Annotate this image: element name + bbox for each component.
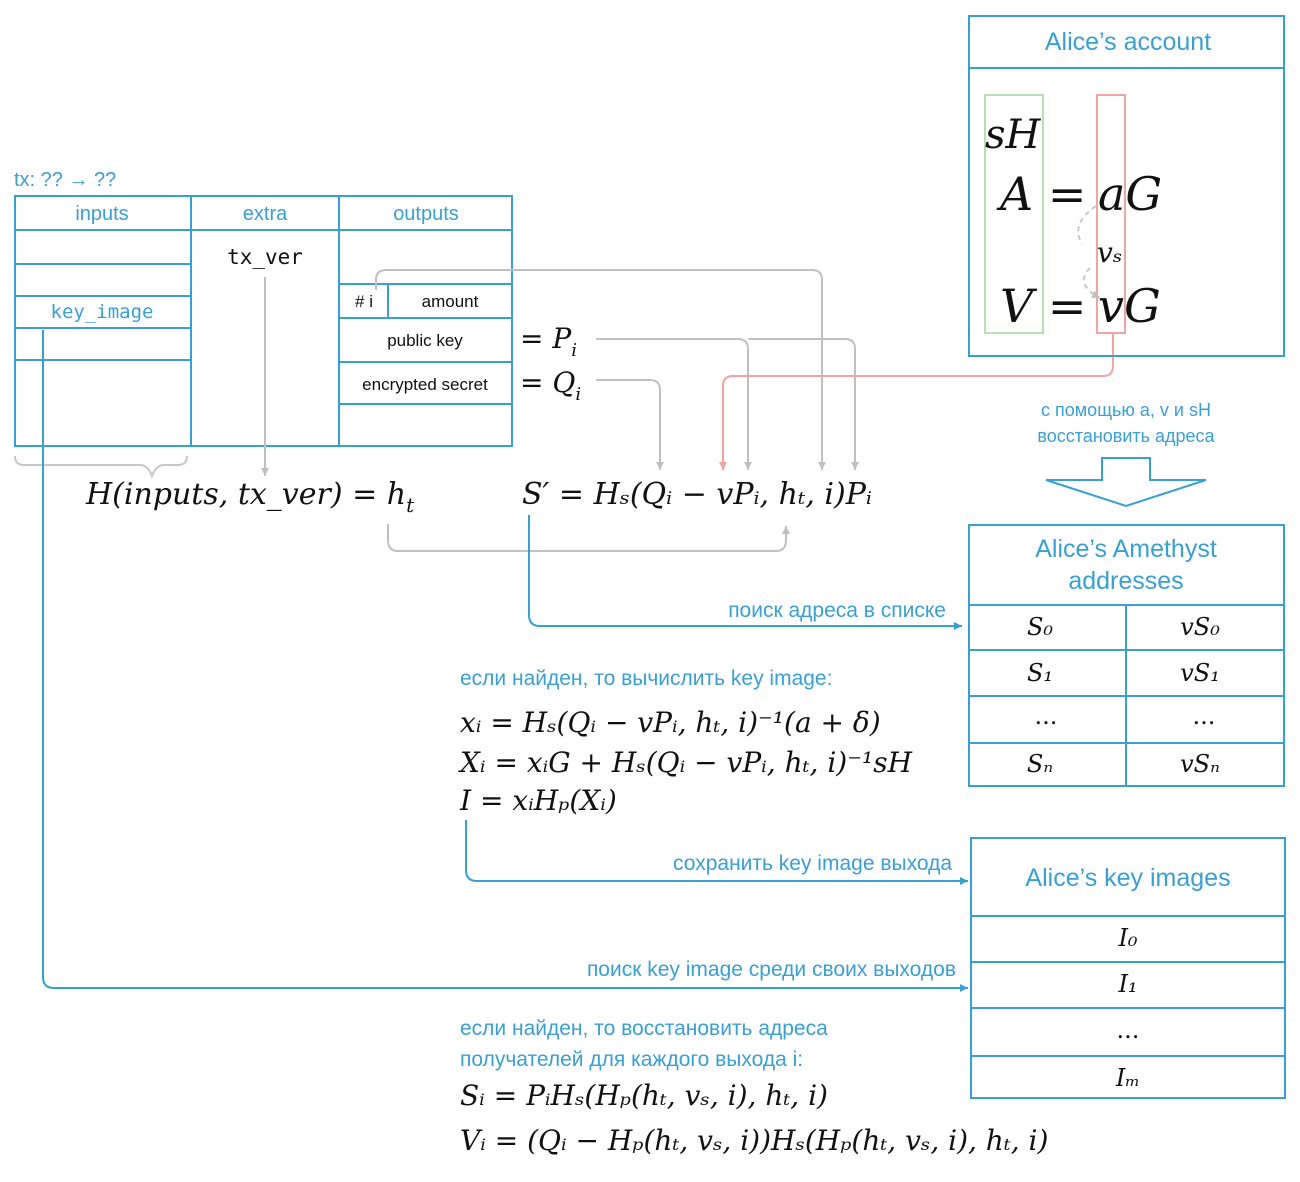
tx-ver-cell: tx_ver [227,245,303,269]
blue-arrows [42,330,968,992]
address-sn: Sₙ [1027,750,1053,778]
red-highlight [1096,94,1126,334]
key-image-cell: key_image [51,301,154,323]
vg-label: vG [1098,279,1161,333]
key-image-ellipsis: ... [1117,1016,1140,1044]
sh-label: sH [985,112,1042,158]
tx-table [14,195,513,447]
address-s1: S₁ [1027,659,1053,687]
search-ki-label: поиск key image среди своих выходов [587,958,956,981]
search-address-label: поиск адреса в списке [728,599,946,622]
inputs-header: inputs [75,203,128,225]
I-formula: I = xᵢHₚ(Xᵢ) [459,784,617,817]
address-vs1: vS₁ [1180,659,1220,687]
vs-label: vₛ [1097,236,1122,269]
public-key-eq: = Pi [520,322,577,361]
encrypted-secret-eq: = Qi [520,366,581,405]
green-highlight [984,94,1044,334]
if-found-restore-2: получателей для каждого выхода i: [460,1048,803,1071]
output-index-cell: # i [355,292,373,311]
extra-header: extra [243,203,288,225]
address-vsn: vSₙ [1180,750,1220,778]
outputs-header: outputs [393,203,459,225]
restore-note-1: с помощью a, v и sH [1041,400,1211,420]
account-box [968,15,1285,357]
if-found-restore-1: если найден, то восстановить адреса [460,1017,828,1040]
Xi-formula: Xᵢ = xᵢG + Hₛ(Qᵢ − vPᵢ, hₜ, i)⁻¹sH [458,746,913,779]
big-down-arrow [1045,457,1207,508]
xi-formula: xᵢ = Hₛ(Qᵢ − vPᵢ, hₜ, i)⁻¹(a + δ) [460,706,881,739]
vg-arrow [719,334,1114,470]
key-image-im: Iₘ [1115,1064,1140,1092]
key-image-i0: I₀ [1117,924,1137,952]
account-title: Alice’s account [1045,28,1211,56]
gray-arrows [261,269,859,552]
addresses-title-1: Alice’s Amethyst [1035,535,1217,563]
save-ki-label: сохранить key image выхода [673,852,952,875]
key-images-title: Alice’s key images [1025,864,1230,892]
derive-arrow [1077,205,1100,298]
address-ellipsis-right: ... [1193,702,1216,730]
v-eq: V = [1000,279,1101,333]
Vi-formula: Vᵢ = (Qᵢ − Hₚ(hₜ, vₛ, i))Hₛ(Hₚ(hₜ, vₛ, i… [460,1124,1048,1157]
ag-label: aG [1098,167,1162,221]
addresses-table [968,524,1285,787]
Si-formula: Sᵢ = PᵢHₛ(Hₚ(hₜ, vₛ, i), hₜ, i) [460,1079,828,1112]
key-image-i1: I₁ [1117,970,1137,998]
amount-cell: amount [422,292,479,311]
key-images-table [970,837,1286,1099]
inputs-brace [14,455,188,479]
hash-formula: H(inputs, tx_ver) = ht [85,477,415,517]
addresses-title-2: addresses [1068,567,1183,595]
address-vs0: vS₀ [1180,613,1220,641]
sprime-formula: S′ = Hₛ(Qᵢ − vPᵢ, hₜ, i)Pᵢ [522,477,872,512]
if-found-ki-label: если найден, то вычислить key image: [460,667,832,690]
address-s0: S₀ [1027,613,1053,641]
tx-header: tx: ?? → ?? [14,169,116,191]
address-ellipsis-left: ... [1035,702,1058,730]
public-key-cell: public key [387,331,463,350]
a-eq: A = [996,167,1101,221]
restore-note-2: восстановить адреса [1037,426,1215,446]
encrypted-secret-cell: encrypted secret [362,375,488,394]
